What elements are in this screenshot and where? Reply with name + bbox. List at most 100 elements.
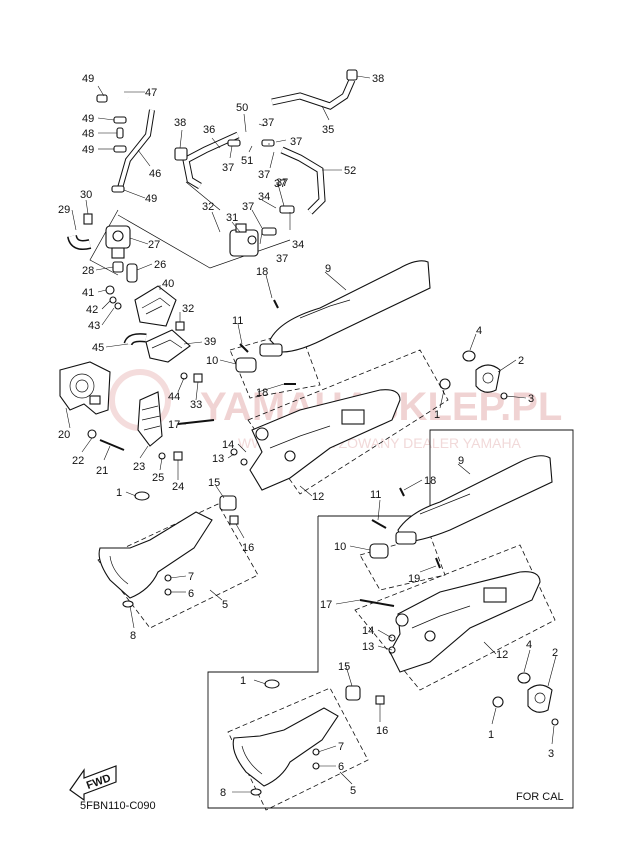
front-exhaust-pipe-lower [232, 679, 339, 796]
front-exhaust-pipe [98, 491, 239, 608]
callout-label: 21 [96, 465, 108, 477]
assembly-outlines [89, 181, 574, 811]
callout-label: 34 [258, 191, 270, 203]
callout-label: 37 [258, 169, 270, 181]
callout-label: 1 [116, 487, 122, 499]
callout-label: 26 [154, 259, 166, 271]
callout-label: 29 [58, 204, 70, 216]
leader-lines [65, 75, 557, 793]
callout-label: 2 [518, 355, 524, 367]
callout-label: 6 [188, 588, 194, 600]
callout-label: 32 [182, 303, 194, 315]
callout-label: 12 [496, 649, 508, 661]
callout-label: 17 [320, 599, 332, 611]
callout-label: 3 [548, 748, 554, 760]
callout-label: 16 [376, 725, 388, 737]
callout-label: 6 [338, 761, 344, 773]
callout-label: 9 [458, 455, 464, 467]
callout-label: 34 [292, 239, 304, 251]
callout-label: 8 [220, 787, 226, 799]
callout-label: 49 [145, 193, 157, 205]
callout-label: 10 [334, 541, 346, 553]
callout-label: 45 [92, 342, 104, 354]
callout-label: 1 [434, 409, 440, 421]
callout-label: 49 [82, 113, 94, 125]
callout-label: 32 [202, 201, 214, 213]
fwd-arrow-icon: FWD [69, 765, 117, 802]
callout-label: 7 [188, 571, 194, 583]
callout-label: 5 [222, 599, 228, 611]
air-injection-system [67, 69, 358, 363]
callout-label: 15 [338, 661, 350, 673]
callout-label: 10 [206, 355, 218, 367]
muffler-bracket-lower [492, 672, 559, 726]
callout-label: 48 [82, 128, 94, 140]
callout-label: 13 [212, 453, 224, 465]
callout-label: 15 [208, 477, 220, 489]
callout-label: 23 [133, 461, 145, 473]
callout-label: 19 [408, 573, 420, 585]
callout-label: 50 [236, 102, 248, 114]
callout-label: 33 [190, 399, 202, 411]
callout-label: 7 [338, 741, 344, 753]
callout-label: 38 [372, 73, 384, 85]
main-muffler-upper [235, 260, 431, 373]
callout-label: 37 [222, 162, 234, 174]
callout-label: 11 [370, 489, 381, 501]
callout-label: 16 [242, 542, 254, 554]
callout-label: 13 [362, 641, 374, 653]
callout-label: 31 [226, 212, 238, 224]
callout-label: 46 [149, 168, 161, 180]
callout-label: 17 [168, 419, 180, 431]
callout-label: 20 [58, 429, 70, 441]
callout-label: 37 [274, 178, 286, 190]
callout-labels: 49 47 49 48 49 46 49 38 36 37 50 37 51 3… [58, 73, 558, 799]
callout-label: 11 [232, 315, 243, 327]
callout-label: 4 [526, 639, 532, 651]
callout-label: 39 [204, 336, 216, 348]
callout-label: 28 [82, 265, 94, 277]
callout-label: 37 [242, 201, 254, 213]
callout-label: 3 [528, 393, 534, 405]
callout-label: 18 [256, 266, 268, 278]
callout-label: 9 [325, 263, 331, 275]
callout-label: 25 [152, 472, 164, 484]
callout-label: 37 [276, 177, 288, 189]
callout-label: 1 [488, 729, 494, 741]
callout-label: 30 [80, 189, 92, 201]
cylinder-head-assembly [59, 361, 203, 461]
callout-label: 14 [222, 439, 234, 451]
callout-label: 37 [290, 136, 302, 148]
callout-label: 40 [162, 278, 174, 290]
callout-label: 37 [262, 117, 274, 129]
callout-label: 44 [168, 391, 180, 403]
callout-label: 42 [86, 304, 98, 316]
callout-label: 4 [476, 325, 482, 337]
callout-label: 18 [256, 387, 268, 399]
callout-label: 36 [203, 124, 215, 136]
callout-label: 49 [82, 73, 94, 85]
callout-label: 18 [424, 475, 436, 487]
callout-label: 43 [88, 320, 100, 332]
variant-label: FOR CAL [516, 791, 564, 803]
callout-label: 27 [148, 239, 160, 251]
main-muffler-lower [369, 455, 553, 569]
callout-label: 49 [82, 144, 94, 156]
callout-label: 52 [344, 165, 356, 177]
callout-label: 12 [312, 491, 324, 503]
callout-label: 24 [172, 481, 184, 493]
callout-label: 51 [241, 155, 253, 167]
callout-label: 22 [72, 455, 84, 467]
callout-label: 5 [350, 785, 356, 797]
callout-label: 41 [82, 287, 94, 299]
callout-label: 37 [276, 253, 288, 265]
diagram-code: 5FBN110-C090 [80, 800, 156, 812]
muffler-chamber-upper [177, 383, 401, 491]
callout-label: 38 [174, 117, 186, 129]
callout-label: 47 [145, 87, 157, 99]
callout-label: 35 [322, 124, 334, 136]
callout-label: 1 [240, 675, 246, 687]
muffler-chamber-lower [345, 571, 541, 705]
callout-label: 2 [552, 647, 558, 659]
